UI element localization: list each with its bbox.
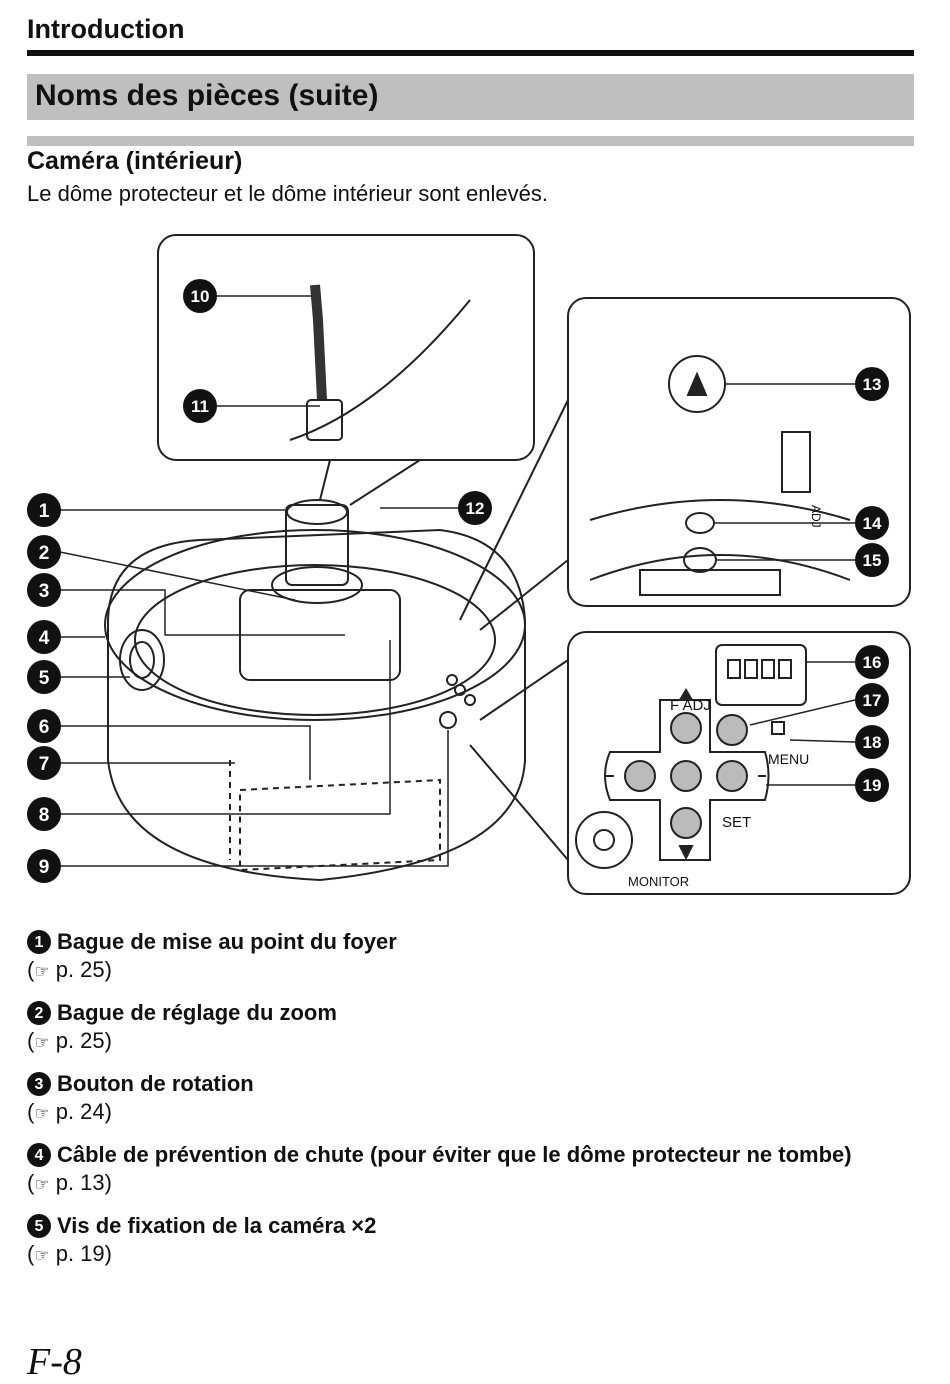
page-title: Noms des pièces (suite) — [35, 79, 379, 112]
title-band: Noms des pièces (suite) — [27, 74, 914, 120]
callout-2: 2 — [27, 535, 61, 569]
header-rule — [27, 50, 914, 56]
monitor-label: MONITOR — [628, 874, 689, 889]
left-button — [624, 760, 656, 792]
callout-14: 14 — [855, 506, 889, 540]
down-button — [670, 807, 702, 839]
svg-text:19: 19 — [863, 776, 882, 795]
callout-16: 16 — [855, 645, 889, 679]
section-header: Introduction — [27, 14, 185, 44]
svg-text:3: 3 — [39, 581, 50, 602]
callout-7: 7 — [27, 746, 61, 780]
svg-text:6: 6 — [39, 717, 50, 738]
callout-4: 4 — [27, 620, 61, 654]
hand-pointer-icon: ☞ — [34, 1175, 50, 1194]
svg-text:16: 16 — [863, 653, 882, 672]
dpad-outline — [604, 699, 770, 861]
hand-pointer-icon: ☞ — [34, 1033, 50, 1052]
camera-screw — [119, 629, 165, 691]
callout-12: 12 — [458, 491, 492, 525]
menu-button — [716, 714, 748, 746]
right-button — [716, 760, 748, 792]
set-label: SET — [722, 814, 751, 831]
item-title: Câble de prévention de chute (pour évite… — [57, 1142, 852, 1167]
page-reference: (☞ p. 25) — [27, 1028, 112, 1053]
lens-front — [286, 499, 348, 525]
svg-text:10: 10 — [191, 287, 210, 306]
svg-text:9: 9 — [39, 857, 50, 878]
callout-6: 6 — [27, 709, 61, 743]
inset-switches — [567, 297, 911, 607]
page-reference: (☞ p. 13) — [27, 1170, 112, 1195]
callout-8: 8 — [27, 797, 61, 831]
item-number-badge: 5 — [27, 1214, 51, 1238]
item-number-badge: 4 — [27, 1143, 51, 1167]
svg-text:17: 17 — [863, 691, 882, 710]
item-number-badge: 3 — [27, 1072, 51, 1096]
callout-15: 15 — [855, 543, 889, 577]
svg-text:13: 13 — [863, 375, 882, 394]
adj-label: ADJ — [809, 505, 823, 528]
hand-pointer-icon: ☞ — [34, 1246, 50, 1265]
callout-18: 18 — [855, 725, 889, 759]
dome-body — [107, 528, 526, 882]
page-number: F-8 — [27, 1341, 82, 1383]
dip-switch-block — [715, 644, 807, 706]
hand-pointer-icon: ☞ — [34, 962, 50, 981]
svg-text:11: 11 — [191, 397, 209, 416]
svg-text:7: 7 — [39, 754, 50, 775]
svg-text:12: 12 — [466, 499, 485, 518]
callout-badges: 10 11 1 12 2 3 4 5 6 7 8 9 13 14 15 16 1… — [27, 279, 889, 883]
callout-17: 17 — [855, 683, 889, 717]
svg-text:4: 4 — [39, 628, 50, 649]
callout-10: 10 — [183, 279, 217, 313]
set-button — [670, 760, 702, 792]
item-title: Bague de mise au point du foyer — [57, 929, 397, 954]
callout-9: 9 — [27, 849, 61, 883]
callout-11: 11 — [183, 389, 217, 423]
page-reference: (☞ p. 19) — [27, 1241, 112, 1266]
menu-label: MENU — [768, 751, 809, 767]
section-subtitle: Caméra (intérieur) — [27, 147, 243, 175]
page-reference: (☞ p. 24) — [27, 1099, 112, 1124]
title-rule — [27, 136, 914, 146]
lens-barrel — [285, 504, 349, 586]
item-title: Bouton de rotation — [57, 1071, 254, 1096]
camera-diagram: F ADJ MENU SET MONITOR ADJ 10 11 1 12 2 … — [27, 234, 911, 895]
fadj-label: F ADJ — [670, 697, 711, 714]
hand-pointer-icon: ☞ — [34, 1104, 50, 1123]
callout-1: 1 — [27, 493, 61, 527]
svg-text:1: 1 — [39, 501, 50, 522]
fadj-button — [670, 712, 702, 744]
lens-ring — [271, 566, 363, 604]
callout-13: 13 — [855, 367, 889, 401]
page-reference: (☞ p. 25) — [27, 957, 112, 982]
item-number-badge: 1 — [27, 930, 51, 954]
svg-text:5: 5 — [39, 668, 50, 689]
item-number-badge: 2 — [27, 1001, 51, 1025]
inset-buttons — [567, 631, 911, 895]
callout-19: 19 — [855, 768, 889, 802]
svg-text:2: 2 — [39, 543, 50, 564]
item-title: Bague de réglage du zoom — [57, 1000, 337, 1025]
dome-inner-rim — [134, 564, 496, 716]
svg-text:8: 8 — [39, 805, 50, 826]
monitor-jack — [575, 811, 633, 869]
dome-rim — [104, 529, 526, 721]
svg-text:14: 14 — [863, 514, 882, 533]
callout-5: 5 — [27, 660, 61, 694]
callout-3: 3 — [27, 573, 61, 607]
svg-text:18: 18 — [863, 733, 882, 752]
svg-text:15: 15 — [863, 551, 882, 570]
inset-cable — [157, 234, 535, 461]
item-title: Vis de fixation de la caméra ×2 — [57, 1213, 377, 1238]
section-description: Le dôme protecteur et le dôme intérieur … — [27, 181, 548, 206]
